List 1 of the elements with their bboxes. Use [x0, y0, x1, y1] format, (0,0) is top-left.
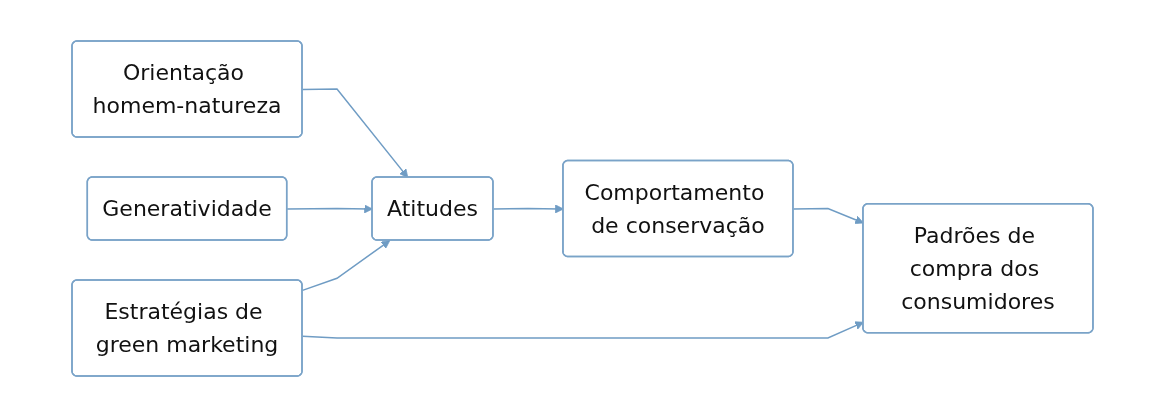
arrow: [286, 204, 373, 213]
